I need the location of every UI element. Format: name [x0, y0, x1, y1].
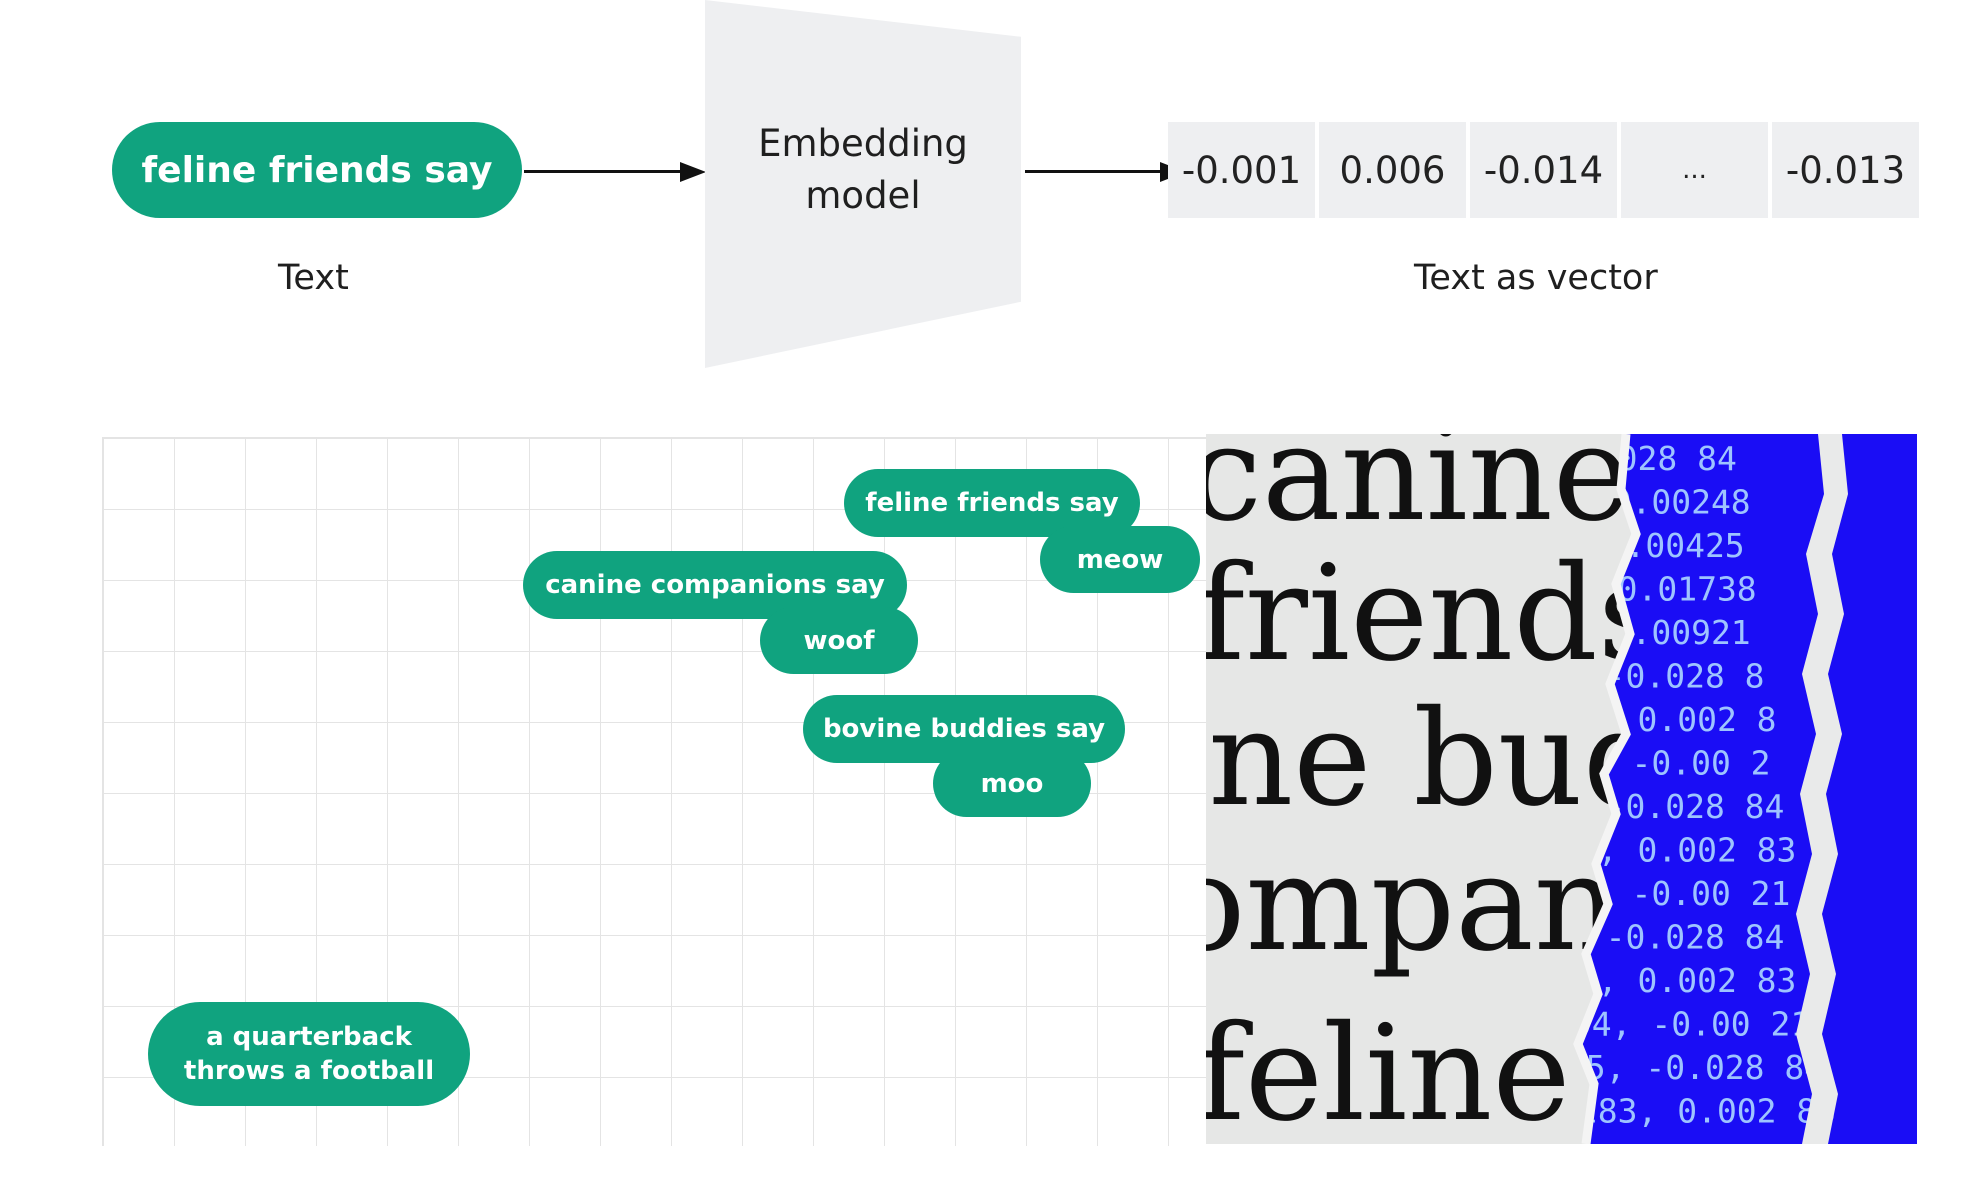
vector-number-line: 94, -0.00 21 — [1552, 874, 1790, 913]
point-bovine-buddies-say: bovine buddies say — [803, 695, 1125, 763]
point-feline-friends-say: feline friends say — [844, 469, 1140, 537]
vector-cell: -0.014 — [1470, 122, 1617, 218]
input-caption: Text — [278, 258, 349, 298]
quarterback-line2: throws a football — [183, 1056, 435, 1086]
vector-number-line: 83, 0.002 83 — [1558, 961, 1796, 1000]
vector-cell-ellipsis: ... — [1621, 122, 1768, 218]
input-text-pill: feline friends say — [112, 122, 522, 218]
point-canine-companions-say: canine companions say — [523, 551, 907, 619]
point-meow: meow — [1040, 526, 1200, 593]
vector-cell: 0.006 — [1319, 122, 1466, 218]
model-label-line1: Embedding — [758, 122, 968, 165]
vector-cell: -0.001 — [1168, 122, 1315, 218]
arrow-to-model — [524, 170, 684, 173]
serif-line: friends — [1206, 537, 1666, 691]
vector-number-line: 83, 0.002 83 — [1558, 831, 1796, 870]
vector-number-line: 494, -0.00 21 — [1552, 1005, 1810, 1044]
torn-paper-image: canine co friends ine bud ompani feline … — [1206, 434, 1917, 1144]
torn-paper-illustration: canine co friends ine bud ompani feline … — [1206, 434, 1917, 1144]
embedding-model-shape — [705, 0, 1021, 368]
vector-number-line: 885, -0.028 84 — [1546, 1048, 1824, 1087]
quarterback-line1: a quarterback — [206, 1022, 412, 1052]
serif-line: ine bud — [1206, 682, 1667, 836]
embedding-model-label: Embedding model — [705, 118, 1021, 222]
model-label-line2: model — [805, 174, 921, 217]
arrow-to-model-head — [680, 162, 706, 182]
vector-caption: Text as vector — [1414, 258, 1658, 298]
point-quarterback: a quarterback throws a football — [148, 1002, 470, 1106]
vector-cell: -0.013 — [1772, 122, 1919, 218]
point-woof: woof — [760, 607, 918, 674]
torn-edge-left — [1573, 434, 1641, 1144]
vector-number-line: 1283, 0.002 83 — [1558, 1092, 1836, 1131]
blue-background — [1578, 434, 1917, 1144]
vector-number-line: 5, -0.028 84 — [1546, 918, 1784, 957]
arrow-to-vector — [1025, 170, 1165, 173]
torn-strip-right — [1796, 434, 1848, 1144]
